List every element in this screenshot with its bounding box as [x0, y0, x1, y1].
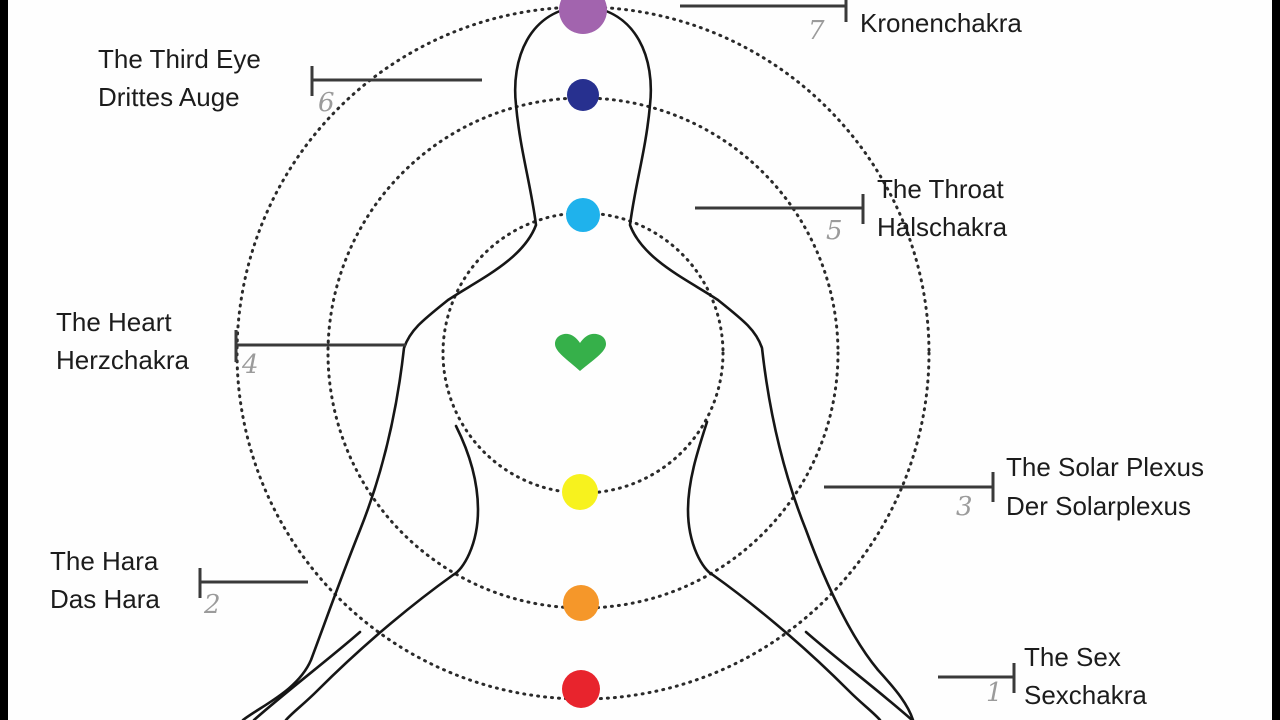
number-1: 1: [986, 678, 1003, 708]
chakra-third-eye-dot: [567, 79, 599, 111]
label-heart-de: Herzchakra: [56, 345, 189, 375]
chakra-crown-dot: [559, 0, 607, 34]
number-5: 5: [826, 216, 843, 246]
label-crown-de: Kronenchakra: [860, 8, 1022, 38]
diagram-canvas: [198, 0, 1016, 720]
chakra-hara-dot: [563, 585, 599, 621]
chakra-throat-dot: [566, 198, 600, 232]
label-third-eye-de: Drittes Auge: [98, 82, 240, 112]
chakra-diagram: Kronenchakra 7 The Third Eye Drittes Aug…: [8, 0, 1272, 720]
number-6: 6: [318, 88, 335, 118]
left-leg: [252, 630, 362, 720]
right-inner-arm: [686, 420, 882, 720]
chakra-heart-icon: [555, 333, 606, 371]
label-heart-en: The Heart: [56, 307, 172, 337]
label-sex-de: Sexchakra: [1024, 680, 1147, 710]
number-4: 4: [242, 350, 259, 380]
label-solar-plexus-en: The Solar Plexus: [1006, 452, 1204, 482]
label-third-eye-en: The Third Eye: [98, 44, 261, 74]
number-3: 3: [956, 492, 973, 522]
leader-line-7: [680, 0, 848, 22]
label-throat-de: Halschakra: [877, 212, 1008, 242]
body-outline: [241, 4, 915, 720]
label-hara-de: Das Hara: [50, 584, 160, 614]
chakra-solar-plexus-dot: [562, 474, 598, 510]
leader-line-3: [824, 472, 995, 502]
label-throat-en: The Throat: [877, 174, 1004, 204]
number-2: 2: [204, 590, 221, 620]
left-inner-arm: [284, 424, 480, 720]
label-solar-plexus-de: Der Solarplexus: [1006, 491, 1191, 521]
number-7: 7: [808, 16, 825, 46]
label-sex-en: The Sex: [1024, 642, 1121, 672]
leader-line-1: [938, 663, 1016, 693]
chakra-sex-dot: [562, 670, 600, 708]
leader-line-4: [234, 330, 406, 362]
leader-line-2: [198, 568, 308, 598]
leader-line-6: [310, 66, 482, 96]
right-leg: [804, 630, 914, 720]
label-hara-en: The Hara: [50, 546, 159, 576]
leader-line-5: [695, 194, 865, 224]
